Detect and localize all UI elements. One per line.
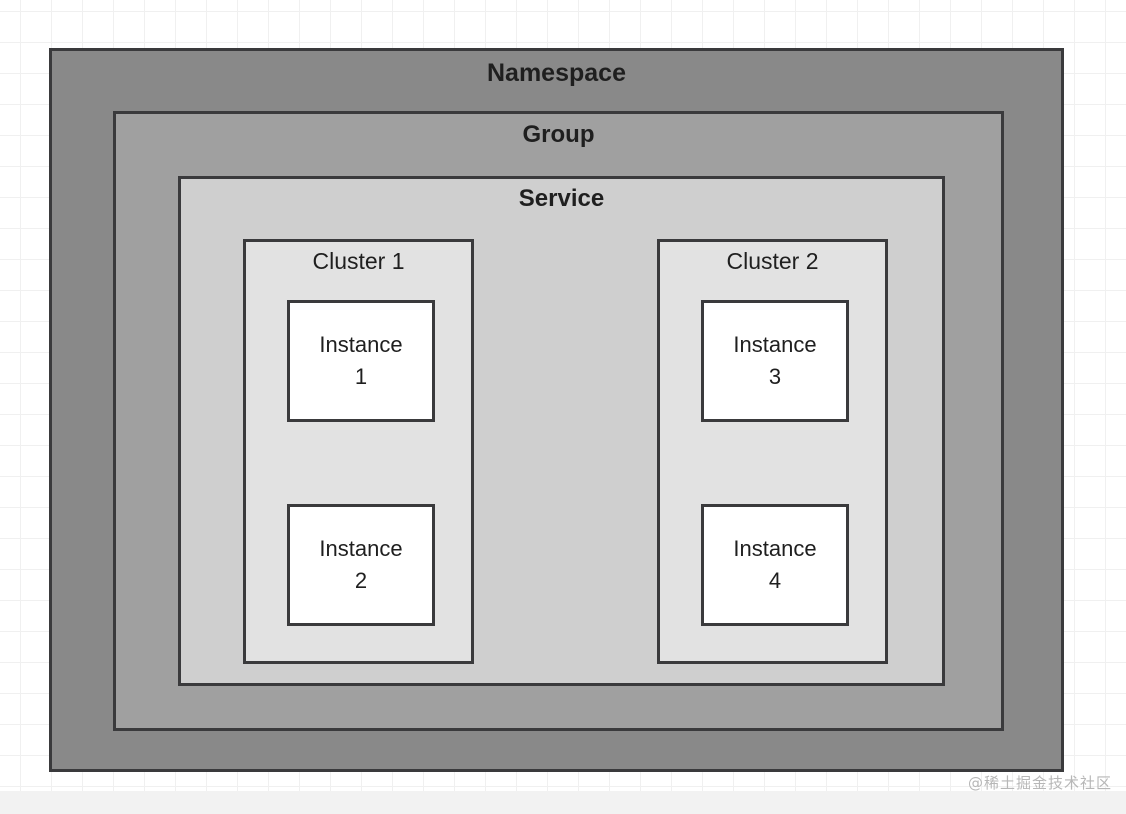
instance-2-label-line2: 2 [354, 568, 368, 593]
cluster-1-container[interactable]: Cluster 1 Instance 1 Instance 2 [243, 239, 474, 664]
cluster-2-container[interactable]: Cluster 2 Instance 3 Instance 4 [657, 239, 888, 664]
instance-2-box[interactable]: Instance 2 [287, 504, 435, 626]
instance-2-label-line1: Instance [319, 536, 403, 562]
group-container[interactable]: Group Service Cluster 1 Instance 1 [113, 111, 1004, 731]
cluster-2-label: Cluster 2 [726, 248, 819, 274]
instance-3-label-line2: 3 [768, 364, 782, 389]
bottom-strip [0, 791, 1126, 814]
instance-3-box[interactable]: Instance 3 [701, 300, 849, 422]
instance-2-label: Instance 2 [290, 507, 432, 623]
namespace-label: Namespace [487, 59, 626, 87]
instance-3-label-line1: Instance [733, 332, 817, 358]
instance-4-label-line1: Instance [733, 536, 817, 562]
instance-4-label-line2: 4 [768, 568, 782, 593]
instance-1-label-line2: 1 [354, 364, 368, 389]
instance-1-box[interactable]: Instance 1 [287, 300, 435, 422]
cluster-1-label: Cluster 1 [312, 248, 405, 274]
namespace-container[interactable]: Namespace Group Service Cluster 1 Instan… [49, 48, 1064, 772]
instance-1-label: Instance 1 [290, 303, 432, 419]
instance-4-box[interactable]: Instance 4 [701, 504, 849, 626]
instance-1-label-line1: Instance [319, 332, 403, 358]
service-label: Service [518, 185, 605, 212]
instance-4-label: Instance 4 [704, 507, 846, 623]
watermark: @稀土掘金技术社区 [967, 774, 1112, 792]
group-label: Group [522, 121, 595, 148]
instance-3-label: Instance 3 [704, 303, 846, 419]
service-container[interactable]: Service Cluster 1 Instance 1 Instance 2 [178, 176, 945, 686]
